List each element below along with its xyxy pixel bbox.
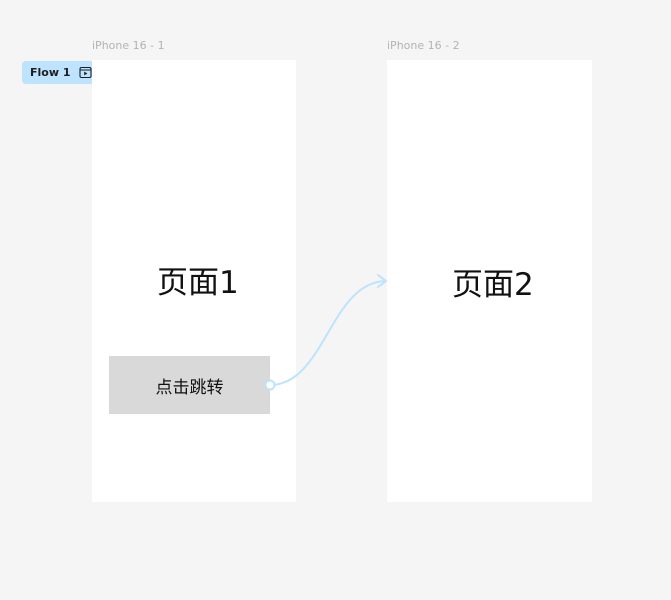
frame-iphone-16-1[interactable] (92, 60, 296, 502)
play-frame-icon[interactable] (78, 66, 92, 79)
frame-label-iphone-16-2[interactable]: iPhone 16 - 2 (387, 39, 460, 52)
frame-iphone-16-2[interactable] (387, 60, 592, 502)
page-title-1: 页面1 (157, 265, 239, 301)
navigate-button-label: 点击跳转 (155, 377, 224, 398)
navigate-button[interactable]: 点击跳转 (109, 356, 270, 414)
frame-label-iphone-16-1[interactable]: iPhone 16 - 1 (92, 39, 165, 52)
arrow-head-icon (377, 274, 387, 288)
page-title-2: 页面2 (452, 267, 534, 303)
flow-label: Flow 1 (30, 66, 71, 79)
flow-starting-point-badge[interactable]: Flow 1 (22, 61, 92, 84)
